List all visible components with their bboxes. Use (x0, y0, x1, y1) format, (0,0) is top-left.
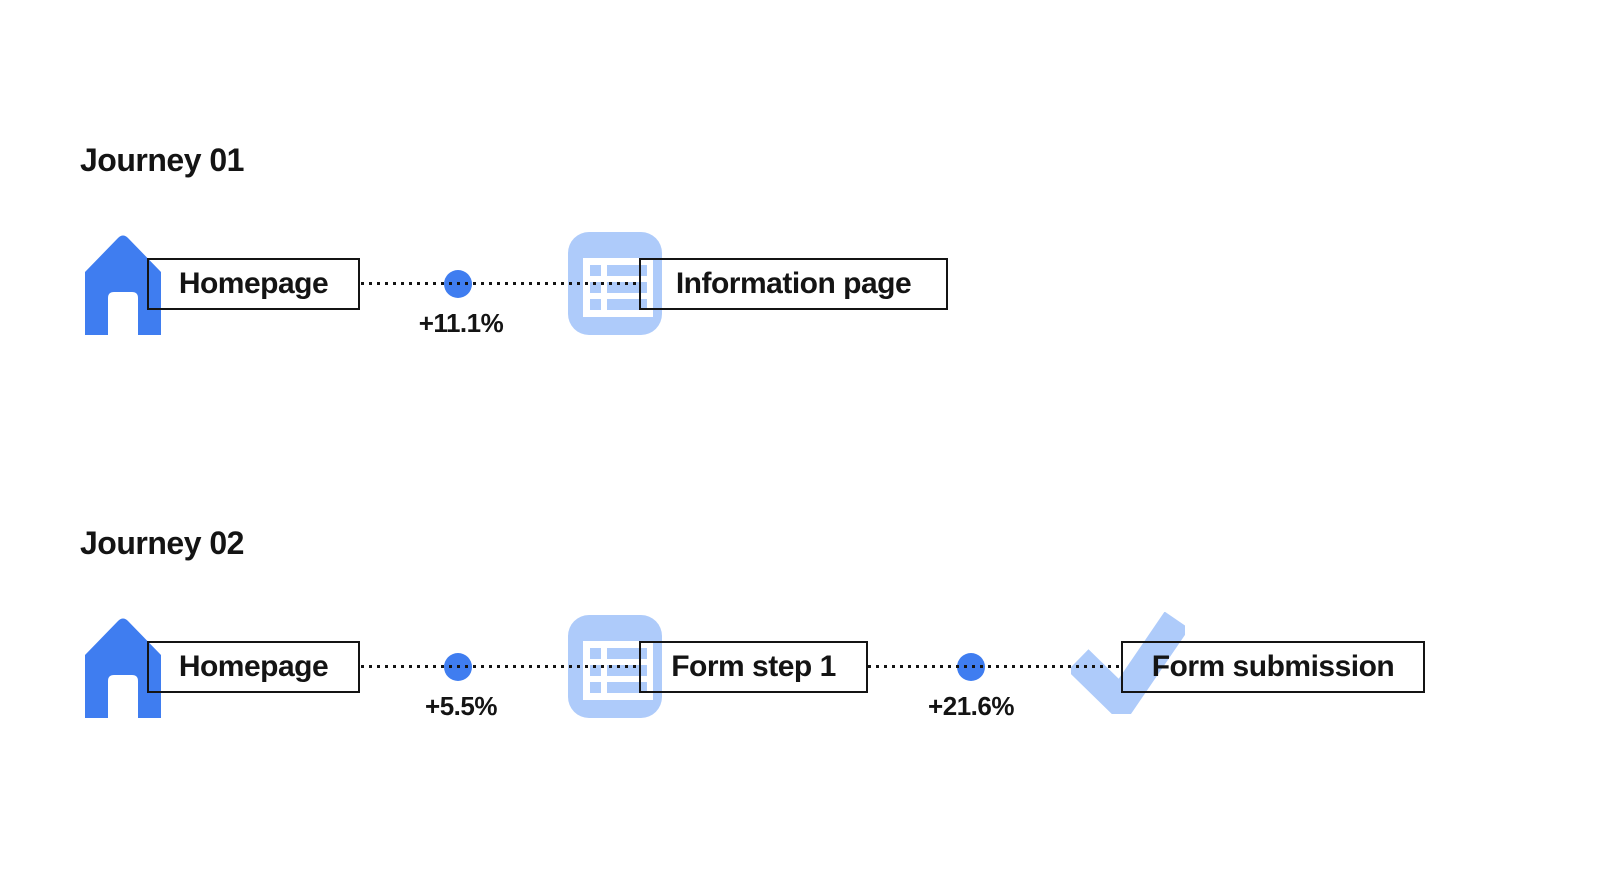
transition-delta: +5.5% (425, 691, 497, 721)
home-icon (77, 232, 169, 335)
journey-title: Journey 02 (80, 525, 244, 561)
step-label-box: Form step 1 (639, 641, 868, 693)
dotted-connector (361, 665, 639, 668)
checkmark-icon (1071, 612, 1185, 714)
dotted-connector (868, 665, 1121, 668)
form-page-icon (568, 615, 662, 718)
step-label: Homepage (178, 650, 329, 683)
step-label-box: Information page (639, 258, 948, 310)
journey-title: Journey 01 (80, 142, 244, 178)
step-label-box: Homepage (147, 641, 360, 693)
transition-delta: +21.6% (928, 691, 1014, 721)
step-label: Form step 1 (671, 650, 836, 683)
step-label-box: Form submission (1121, 641, 1425, 693)
step-label-box: Homepage (147, 258, 360, 310)
home-icon (77, 615, 169, 718)
step-label: Form submission (1151, 650, 1395, 683)
step-label: Homepage (178, 267, 329, 300)
transition-delta: +11.1% (418, 308, 504, 338)
dotted-connector (361, 282, 639, 285)
step-label: Information page (675, 267, 912, 300)
